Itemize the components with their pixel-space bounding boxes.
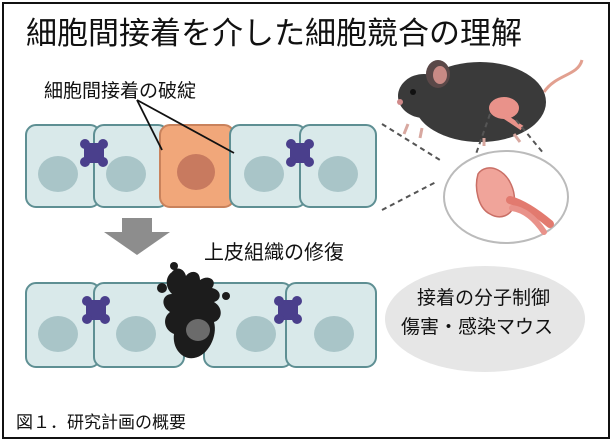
down-arrow-icon bbox=[104, 218, 170, 255]
label-adhesion-breakdown: 細胞間接着の破綻 bbox=[44, 80, 197, 102]
junction-icon bbox=[80, 139, 108, 167]
junction-icon bbox=[274, 296, 302, 324]
figure-caption: 図１．研究計画の概要 bbox=[16, 413, 186, 433]
label-epithelial-repair: 上皮組織の修復 bbox=[204, 240, 344, 264]
figure-frame: 細胞間接着を介した細胞競合の理解 細胞間接着の破綻 上皮組織の修復 接着の分子制… bbox=[2, 2, 610, 439]
pointer-line bbox=[136, 99, 235, 154]
loser-nucleus bbox=[177, 154, 215, 190]
ellipse-text-line1: 接着の分子制御 bbox=[417, 287, 551, 309]
phagocyte-nucleus bbox=[186, 319, 210, 341]
top-nucleus-2 bbox=[106, 156, 146, 192]
junction-icon bbox=[82, 296, 110, 324]
mouse-illustration bbox=[381, 59, 584, 211]
bottom-epithelium bbox=[25, 262, 377, 368]
top-nucleus-1 bbox=[38, 156, 78, 192]
research-topics-ellipse bbox=[385, 266, 585, 372]
junction-icon bbox=[286, 139, 314, 167]
figure-title: 細胞間接着を介した細胞競合の理解 bbox=[26, 16, 522, 52]
top-epithelium bbox=[25, 99, 377, 208]
pointer-line bbox=[136, 99, 163, 151]
top-nucleus-5 bbox=[318, 156, 358, 192]
organ-illustration bbox=[443, 150, 569, 244]
ellipse-text-line2: 傷害・感染マウス bbox=[401, 316, 554, 338]
top-nucleus-4 bbox=[244, 156, 284, 192]
illustration-canvas bbox=[25, 59, 584, 368]
